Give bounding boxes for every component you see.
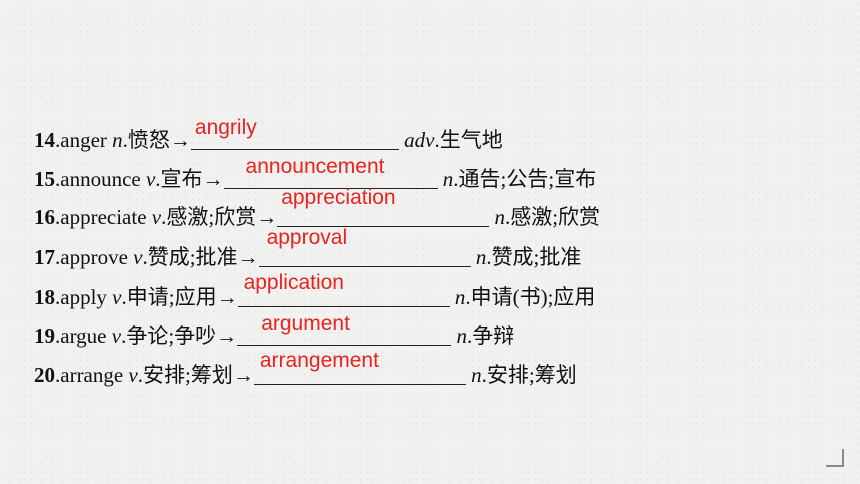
item-word: arrange xyxy=(60,363,124,387)
item-number: 19 xyxy=(34,324,55,348)
item-word: announce xyxy=(60,167,141,191)
target-meaning: 通告;公告;宣布 xyxy=(458,167,597,191)
item-meaning: 安排;筹划→ xyxy=(143,363,254,387)
target-meaning: 安排;筹划 xyxy=(486,363,577,387)
item-meaning: 宣布→ xyxy=(160,167,224,191)
item-pos: v xyxy=(112,285,122,309)
item-pos: v xyxy=(111,324,122,348)
item-meaning: 感激;欣赏→ xyxy=(166,205,278,229)
answer-text: approval xyxy=(266,226,348,249)
answer-blank: approval xyxy=(258,227,471,267)
item-word: appreciate xyxy=(60,205,147,229)
target-meaning: 申请(书);应用 xyxy=(470,285,596,309)
vocab-item-19: 19.argue v.争论;争吵→argument n.争辩 xyxy=(34,312,515,349)
target-pos: n xyxy=(456,324,467,348)
answer-text: announcement xyxy=(245,155,385,178)
answer-text: application xyxy=(243,271,344,294)
vocab-item-18: 18.apply v.申请;应用→application n.申请(书);应用 xyxy=(34,271,596,310)
answer-blank: argument xyxy=(237,313,452,346)
item-word: argue xyxy=(60,324,107,348)
corner-frame-decoration xyxy=(826,449,844,467)
answer-text: appreciation xyxy=(281,186,396,209)
item-number: 14 xyxy=(34,128,55,152)
target-meaning: 生气地 xyxy=(439,128,503,152)
item-word: anger xyxy=(60,128,107,152)
answer-blank: application xyxy=(237,272,450,307)
item-number: 18 xyxy=(34,285,55,309)
target-meaning: 感激;欣赏 xyxy=(510,205,601,229)
answer-text: argument xyxy=(261,312,350,335)
item-pos: v xyxy=(128,363,138,387)
target-pos: n xyxy=(454,285,466,309)
answer-text: angrily xyxy=(194,116,257,139)
item-word: approve xyxy=(60,245,128,269)
answer-text: arrangement xyxy=(259,349,379,372)
target-pos: n xyxy=(471,363,482,387)
item-meaning: 申请;应用→ xyxy=(126,285,238,309)
item-number: 16 xyxy=(34,205,55,229)
item-number: 20 xyxy=(34,363,55,387)
answer-blank: announcement xyxy=(223,156,438,189)
target-pos: n xyxy=(442,167,454,191)
item-pos: v xyxy=(151,205,162,229)
item-word: apply xyxy=(60,285,107,309)
item-meaning: 赞成;批准→ xyxy=(147,245,259,269)
item-pos: v xyxy=(133,245,143,269)
item-pos: n xyxy=(112,128,123,152)
answer-blank: appreciation xyxy=(277,187,490,227)
item-number: 15 xyxy=(34,167,55,191)
vocab-item-20: 20.arrange v.安排;筹划→arrangement n.安排;筹划 xyxy=(34,349,577,388)
target-meaning: 赞成;批准 xyxy=(491,245,582,269)
target-pos: n xyxy=(494,205,505,229)
vocab-item-17: 17.approve v.赞成;批准→approval n.赞成;批准 xyxy=(34,226,582,270)
target-meaning: 争辩 xyxy=(472,324,515,348)
answer-blank: arrangement xyxy=(253,350,466,385)
item-meaning: 愤怒→ xyxy=(127,128,191,152)
item-meaning: 争论;争吵→ xyxy=(126,324,238,348)
vocab-item-15: 15.announce v.宣布→announcement n.通告;公告;宣布 xyxy=(34,155,597,192)
vocab-item-14: 14.anger n.愤怒→angrily adv.生气地 xyxy=(34,116,503,153)
item-number: 17 xyxy=(34,245,55,269)
item-pos: v xyxy=(145,167,156,191)
target-pos: n xyxy=(475,245,487,269)
vocab-item-16: 16.appreciate v.感激;欣赏→appreciation n.感激;… xyxy=(34,186,601,230)
target-pos: adv xyxy=(404,128,435,152)
answer-blank: angrily xyxy=(190,117,399,150)
